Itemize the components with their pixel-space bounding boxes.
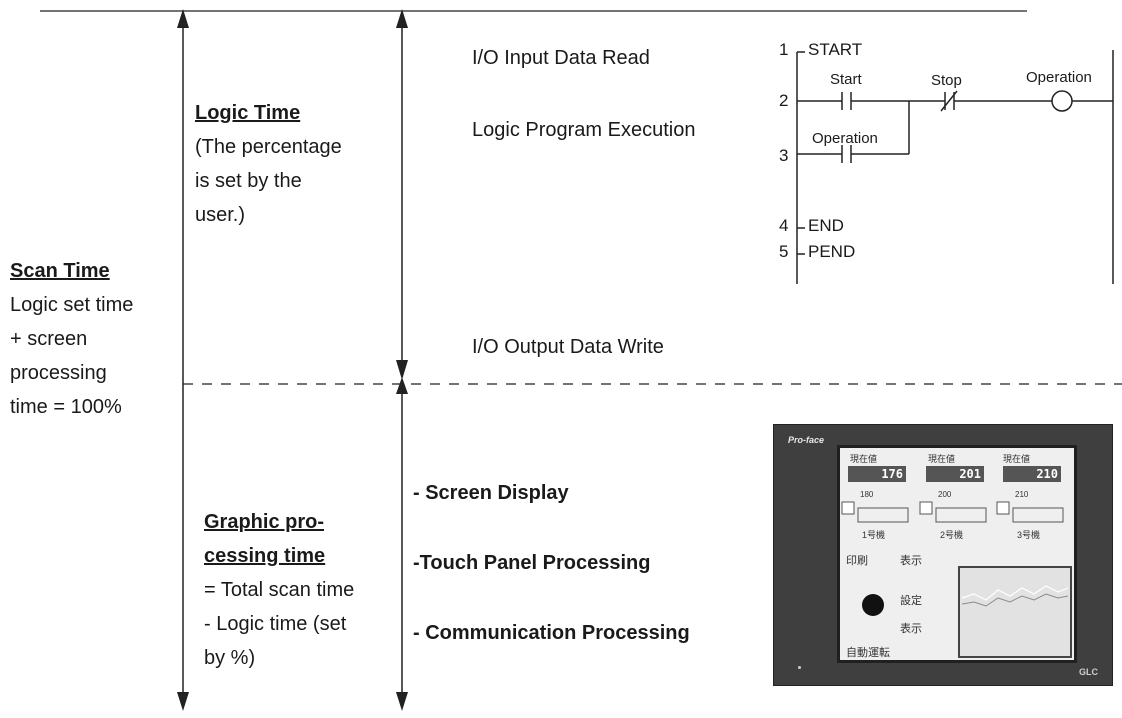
hmi-button-4: 表示	[900, 623, 922, 635]
scan-time-line-3: processing	[10, 362, 107, 384]
hmi-unit-2: 2号機	[940, 530, 964, 540]
graphic-time-title-1: Graphic pro-	[204, 511, 325, 533]
contact-stop-label: Stop	[931, 72, 962, 89]
logic-time-line-1: (The percentage	[195, 136, 342, 158]
graphic-time-arrow	[396, 377, 408, 711]
hmi-button-5: 自動運転	[846, 647, 890, 659]
hmi-set-3: 210	[1015, 490, 1029, 499]
graphic-time-line-1: = Total scan time	[204, 579, 355, 601]
hmi-led-icon	[798, 666, 801, 669]
rung-number-5: 5	[779, 242, 789, 261]
step-touch-panel: -Touch Panel Processing	[413, 552, 651, 574]
contact-start-label: Start	[830, 71, 862, 88]
hmi-value-1: 176	[848, 466, 906, 482]
rung-label-pend: PEND	[808, 242, 856, 261]
hmi-screen: 現在値 現在値 現在値 176 201 210 180 200 210 1号機 …	[837, 445, 1077, 663]
rung-number-4: 4	[779, 216, 789, 235]
hmi-label-2: 現在値	[928, 454, 956, 464]
hmi-label-1: 現在値	[850, 454, 878, 464]
rung-number-3: 3	[779, 146, 789, 165]
graphic-time-title-2: cessing time	[204, 545, 326, 567]
hmi-knob-icon	[862, 594, 884, 616]
hmi-button-2: 表示	[900, 555, 922, 567]
step-logic-execution: Logic Program Execution	[472, 119, 696, 141]
step-io-input-read: I/O Input Data Read	[472, 47, 650, 69]
logic-time-title: Logic Time	[195, 102, 301, 124]
hmi-set-1: 180	[860, 490, 874, 499]
logic-time-line-2: is set by the	[195, 170, 302, 192]
hmi-keypads	[841, 501, 1064, 523]
logic-time-line-3: user.)	[195, 204, 246, 226]
hmi-button-3: 設定	[900, 595, 922, 607]
hmi-button-1: 印刷	[846, 555, 868, 567]
rung-label-start: START	[808, 40, 863, 59]
hmi-trend-lines	[961, 585, 1069, 607]
hmi-set-2: 200	[938, 490, 952, 499]
coil-operation-label: Operation	[1026, 69, 1092, 86]
logic-time-arrow	[396, 9, 408, 380]
rung-number-1: 1	[779, 40, 789, 59]
hmi-unit-1: 1号機	[862, 530, 886, 540]
graphic-time-line-3: by %)	[204, 647, 256, 669]
hmi-brand: GLC	[1079, 667, 1098, 677]
hmi-value-2: 201	[926, 466, 984, 482]
hmi-label-3: 現在値	[1003, 454, 1031, 464]
graphic-time-line-2: - Logic time (set	[204, 613, 347, 635]
ladder-diagram	[796, 50, 1114, 284]
rung-number-2: 2	[779, 91, 789, 110]
rung-label-end: END	[808, 216, 844, 235]
scan-time-arrow	[177, 9, 189, 711]
scan-time-title: Scan Time	[10, 260, 110, 282]
hmi-value-3: 210	[1003, 466, 1061, 482]
scan-time-line-4: time = 100%	[10, 396, 122, 418]
hmi-logo: Pro-face	[788, 435, 825, 445]
step-communication: - Communication Processing	[413, 622, 690, 644]
step-io-output-write: I/O Output Data Write	[472, 336, 664, 358]
scan-time-line-2: + screen	[10, 328, 88, 350]
hmi-trend-graph	[958, 566, 1072, 658]
hmi-device-image: Pro-face 現在値 現在値 現在値 176 201 210 180 200…	[773, 424, 1113, 686]
scan-time-line-1: Logic set time	[10, 294, 134, 316]
hmi-unit-3: 3号機	[1017, 530, 1041, 540]
step-screen-display: - Screen Display	[413, 482, 569, 504]
contact-operation-label: Operation	[812, 130, 878, 147]
